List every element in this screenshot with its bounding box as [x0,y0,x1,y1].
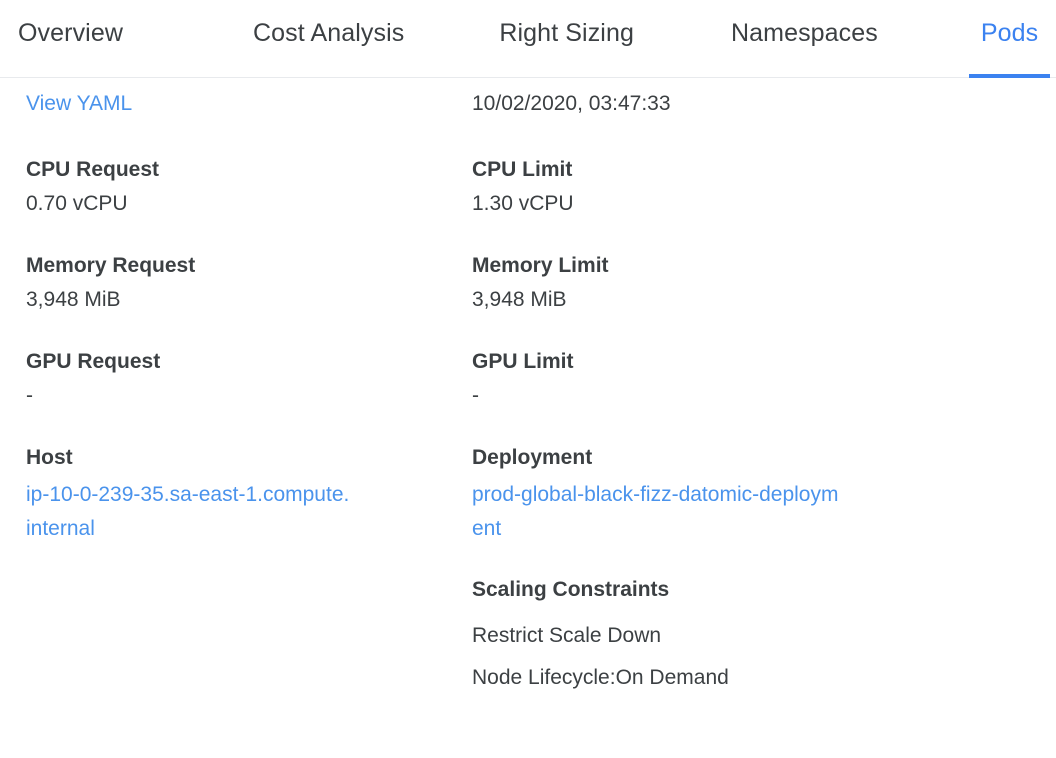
spacer [472,218,1056,252]
spacer [26,410,464,444]
host-value-wrapper: ip-10-0-239-35.sa-east-1.compute.interna… [26,478,351,546]
deployment-value-wrapper: prod-global-black-fizz-datomic-deploymen… [472,478,849,546]
tab-bar: Overview Cost Analysis Right Sizing Name… [0,0,1056,78]
tab-pods-label: Pods [980,19,1039,47]
spacer [26,218,464,252]
view-yaml-link[interactable]: View YAML [26,92,133,115]
tab-namespaces-label: Namespaces [730,19,878,47]
scaling-constraints-field: Scaling Constraints Restrict Scale Down … [472,576,1056,692]
deployment-label: Deployment [472,446,593,469]
cpu-request-value: 0.70 vCPU [26,192,128,215]
memory-request-value: 3,948 MiB [26,288,121,311]
detail-column-right: 10/02/2020, 03:47:33 CPU Limit 1.30 vCPU… [464,78,1056,706]
memory-request-label: Memory Request [26,254,196,277]
spacer [472,610,1056,622]
spacer [472,410,1056,444]
tab-overview[interactable]: Overview [18,0,123,77]
tab-cost-analysis[interactable]: Cost Analysis [253,0,404,77]
tab-pods[interactable]: Pods [968,0,1051,78]
gpu-request-label: GPU Request [26,350,161,373]
tab-namespaces[interactable]: Namespaces [731,0,878,77]
cpu-request-field: CPU Request 0.70 vCPU [26,156,464,218]
host-field: Host ip-10-0-239-35.sa-east-1.compute.in… [26,444,464,546]
host-label: Host [26,446,73,469]
gpu-limit-value: - [472,384,479,407]
tab-overview-label: Overview [18,19,123,47]
tab-list: Overview Cost Analysis Right Sizing Name… [0,0,1056,78]
tab-right-sizing[interactable]: Right Sizing [499,0,634,77]
scaling-constraint-item: Restrict Scale Down [472,624,662,647]
gpu-request-field: GPU Request - [26,348,464,410]
spacer [472,118,1056,156]
memory-limit-label: Memory Limit [472,254,609,277]
gpu-limit-label: GPU Limit [472,350,574,373]
cpu-limit-field: CPU Limit 1.30 vCPU [472,156,1056,218]
pod-start-timestamp: 10/02/2020, 03:47:33 [472,92,671,115]
timestamp-field: 10/02/2020, 03:47:33 [472,90,1056,118]
cpu-request-label: CPU Request [26,158,160,181]
deployment-link[interactable]: prod-global-black-fizz-datomic-deploymen… [472,483,839,540]
spacer [26,314,464,348]
memory-request-field: Memory Request 3,948 MiB [26,252,464,314]
gpu-limit-field: GPU Limit - [472,348,1056,410]
scaling-constraints-label: Scaling Constraints [472,578,670,601]
detail-column-left: View YAML CPU Request 0.70 vCPU Memory R… [0,78,464,706]
gpu-request-value: - [26,384,33,407]
deployment-field: Deployment prod-global-black-fizz-datomi… [472,444,1056,546]
spacer [472,546,1056,576]
tab-right-sizing-label: Right Sizing [499,19,634,47]
view-yaml-field: View YAML [26,90,464,118]
memory-limit-value: 3,948 MiB [472,288,567,311]
memory-limit-field: Memory Limit 3,948 MiB [472,252,1056,314]
tab-cost-analysis-label: Cost Analysis [253,19,405,47]
spacer [26,118,464,156]
cpu-limit-label: CPU Limit [472,158,573,181]
cpu-limit-value: 1.30 vCPU [472,192,574,215]
tab-active-indicator [968,74,1051,78]
spacer [472,314,1056,348]
scaling-constraint-item: Node Lifecycle:On Demand [472,666,729,689]
host-link[interactable]: ip-10-0-239-35.sa-east-1.compute.interna… [26,483,350,540]
pod-detail-panel: View YAML CPU Request 0.70 vCPU Memory R… [0,78,1056,706]
